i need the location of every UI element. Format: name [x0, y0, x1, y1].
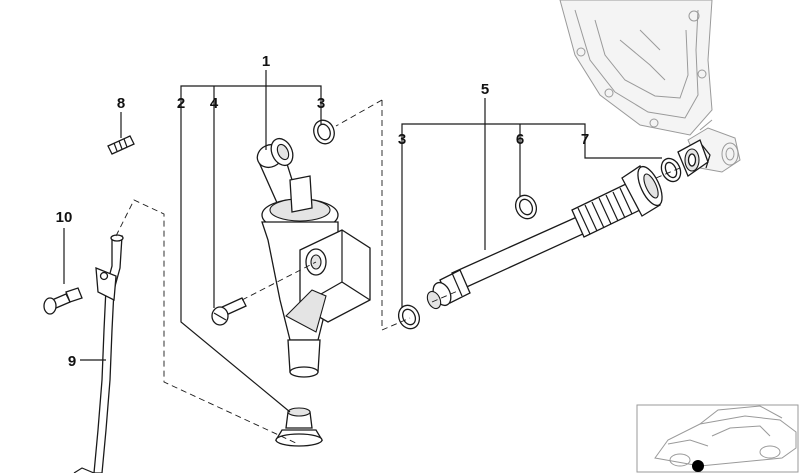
- callout-3-lower: 3: [398, 131, 406, 148]
- callout-3-upper: 3: [317, 95, 325, 112]
- part-5-filler-tube: [426, 165, 663, 310]
- part-9-dipstick-tube: [73, 234, 124, 473]
- part-3-o-ring-upper: [313, 119, 335, 145]
- part-1-filler-housing: [256, 137, 371, 378]
- callout-7: 7: [581, 131, 589, 148]
- callout-10: 10: [56, 209, 73, 226]
- car-silhouette-icon: [654, 405, 797, 467]
- part-10-screw: [43, 287, 83, 315]
- location-marker-icon: [692, 460, 704, 472]
- part-8-stud: [107, 135, 135, 155]
- engine-block-outline: [559, 0, 741, 173]
- callout-4: 4: [210, 95, 219, 112]
- callout-labels: 1 2 4 3 8 5 3 6 7 10 9: [56, 53, 590, 370]
- part-6-o-ring: [514, 194, 538, 220]
- callout-1: 1: [262, 53, 270, 70]
- part-7-connection-fitting: [677, 139, 711, 177]
- callout-2: 2: [177, 95, 185, 112]
- part-2-guide-funnel: [274, 407, 324, 447]
- callout-8: 8: [117, 95, 125, 112]
- part-4-bolt: [211, 297, 247, 326]
- assembly-dashed-lines: [115, 99, 681, 445]
- leader-lines: [63, 70, 662, 413]
- part-7-o-ring: [660, 157, 682, 183]
- callout-5: 5: [481, 81, 489, 98]
- part-3-o-ring-lower: [397, 304, 421, 330]
- vehicle-locator-thumbnail: [636, 404, 799, 473]
- callout-6: 6: [516, 131, 524, 148]
- callout-9: 9: [68, 353, 76, 370]
